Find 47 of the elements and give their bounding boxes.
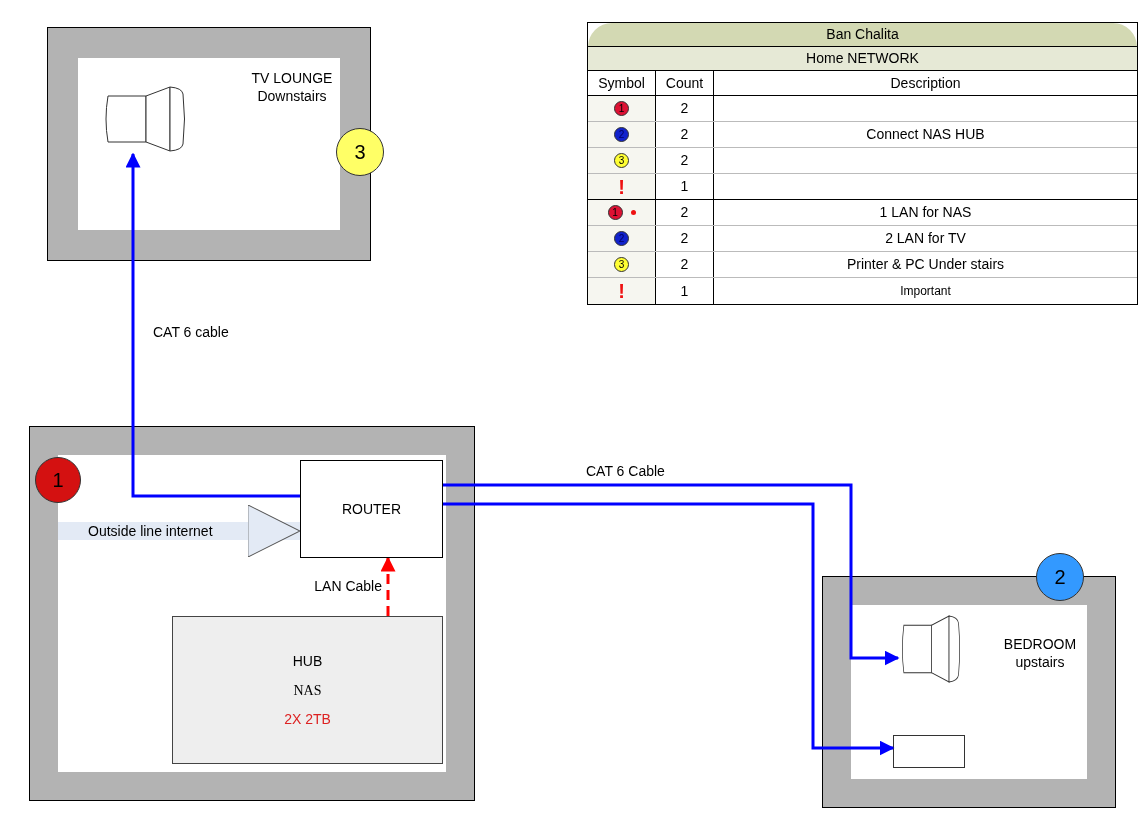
important-mark: !: [618, 176, 625, 197]
cable-arrow: [443, 502, 895, 756]
router-box: ROUTER: [300, 460, 443, 558]
hub-text: HUB: [292, 651, 323, 671]
edge-label: LAN Cable: [313, 577, 382, 595]
count-cell: 2: [656, 122, 714, 147]
symbol-badge: 1: [607, 205, 623, 220]
column-header: Description: [889, 73, 962, 93]
edge-label: CAT 6 cable: [153, 323, 230, 341]
room-frame: [48, 28, 370, 260]
symbol-badge: 2: [614, 127, 629, 142]
number-badge: 1: [35, 457, 81, 503]
symbol-badge: 3: [614, 153, 629, 168]
description-cell-text: 2 LAN for TV: [884, 229, 967, 248]
symbol-badge: 2: [614, 231, 629, 246]
room-label: BEDROOM upstairs: [1002, 635, 1078, 671]
hub-text: 2X 2TB: [284, 709, 331, 729]
table-title: Ban Chalita: [588, 23, 1137, 47]
description-cell-text: Important: [899, 283, 952, 300]
device-box: [893, 735, 965, 768]
hub-box: [172, 616, 443, 764]
cable-arrow: [125, 152, 300, 498]
edge-label: Outside line internet: [88, 522, 214, 540]
description-cell-text: Printer & PC Under stairs: [845, 255, 1006, 274]
number-badge: 2: [1036, 553, 1084, 601]
count-cell: 2: [656, 226, 714, 251]
count-cell: 2: [656, 200, 714, 225]
count-cell: 2: [656, 148, 714, 173]
cable-arrow: [443, 483, 900, 666]
edge-label: CAT 6 Cable: [586, 462, 666, 480]
room-label: TV LOUNGE Downstairs: [250, 69, 334, 105]
description-cell-text: Connect NAS HUB: [865, 125, 986, 144]
description-cell-text: 1 LAN for NAS: [878, 203, 973, 222]
dashed-arrow: [380, 556, 396, 616]
count-cell: 2: [656, 252, 714, 277]
column-header: Symbol: [588, 71, 656, 95]
block-arrow: [58, 504, 301, 558]
count-cell: 1: [656, 278, 714, 304]
important-mark: !: [618, 281, 625, 301]
count-cell: 2: [656, 96, 714, 121]
symbol-badge: 3: [614, 257, 629, 272]
count-cell: 1: [656, 174, 714, 199]
table-subtitle: Home NETWORK: [588, 47, 1137, 71]
column-header: Count: [656, 71, 714, 95]
symbol-badge: 1: [614, 101, 629, 116]
hub-text: NAS: [293, 681, 322, 700]
room-frame: [30, 427, 474, 800]
